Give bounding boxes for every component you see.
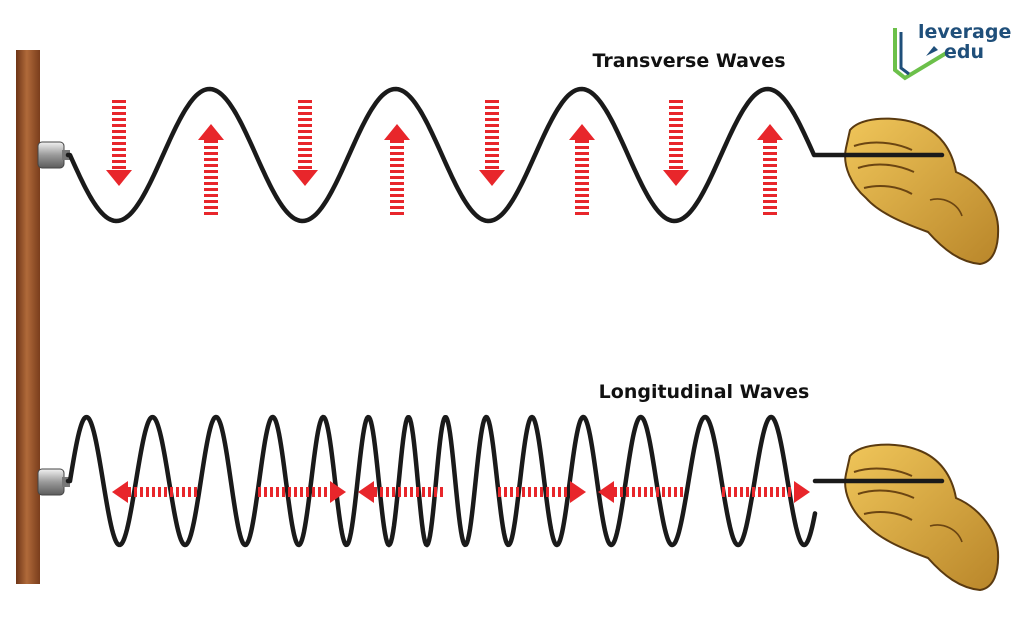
longitudinal-title: Longitudinal Waves (599, 381, 810, 403)
transverse-arrows (106, 100, 783, 215)
longitudinal-arrow-left-3 (358, 481, 443, 503)
longitudinal-arrow-right-2 (258, 481, 346, 503)
leverage-edu-logo: leverage edu (893, 21, 1011, 81)
longitudinal-arrow-right-6 (722, 481, 810, 503)
longitudinal-arrow-right-4 (498, 481, 586, 503)
logo-check-icon (893, 28, 950, 81)
transverse-hand-icon (844, 117, 1000, 266)
transverse-arrow-down-7 (663, 100, 689, 186)
longitudinal-arrow-left-1 (112, 481, 197, 503)
transverse-arrow-up-2 (198, 124, 224, 215)
logo-line2: edu (944, 41, 984, 63)
longitudinal-hand-icon (844, 443, 1000, 592)
transverse-title: Transverse Waves (592, 50, 785, 72)
transverse-arrow-up-8 (757, 124, 783, 215)
wall (16, 50, 40, 584)
transverse-arrow-down-5 (479, 100, 505, 186)
rocket-icon (926, 46, 938, 56)
longitudinal-wave (65, 414, 818, 548)
longitudinal-arrows (112, 481, 810, 503)
transverse-arrow-down-1 (106, 100, 132, 186)
transverse-hook (37, 141, 70, 169)
longitudinal-arrow-left-5 (598, 481, 683, 503)
logo-line1: leverage (918, 21, 1011, 43)
transverse-arrow-up-4 (384, 124, 410, 215)
transverse-wave (65, 86, 817, 224)
longitudinal-hook (37, 468, 70, 496)
transverse-arrow-down-3 (292, 100, 318, 186)
transverse-arrow-up-6 (569, 124, 595, 215)
